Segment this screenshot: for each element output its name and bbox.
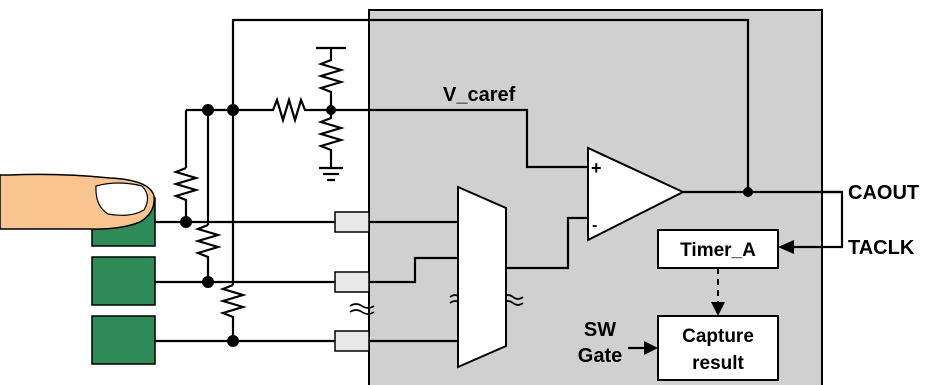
capture-arrowhead [711,302,725,316]
touch-pad-2 [91,256,156,306]
comparator-icon [587,146,686,242]
taclk-label: TACLK [848,237,915,259]
comparator-plus: + [591,158,602,178]
pad3-resistor-icon [219,283,247,341]
junction-dot [202,276,214,288]
multiplexer-icon [457,185,507,369]
feedback-wire [231,18,750,192]
sw-gate-arrowhead [644,341,658,355]
resistor-icon [268,96,310,124]
vcaref-label: V_caref [443,84,516,106]
mux-in-2 [369,256,458,284]
caout-loop-wire [792,190,844,249]
capture-label-line2: result [692,353,744,374]
pad2-resistor-icon [194,223,222,282]
sw-gate-label-line2: Gate [578,345,622,367]
finger-icon [0,173,155,230]
junction-dot [326,105,336,115]
ground-icon [319,166,343,182]
caout-label: CAOUT [848,182,919,204]
touch-pad-3 [91,315,156,365]
divider-resistor-bottom-icon [317,110,345,168]
divider-resistor-top-icon [317,56,345,110]
junction-dot [227,335,239,347]
timer-a-box [657,229,779,269]
capture-label-line1: Capture [682,326,754,347]
pin-connector-3 [334,330,370,352]
mux-out-wire [506,216,588,270]
sw-gate-label-line1: SW [584,319,616,341]
junction-dot [227,104,239,116]
taclk-arrowhead [778,240,794,254]
pin-connector-1 [334,211,370,233]
pad1-resistor-icon [172,166,200,222]
junction-dot [180,216,192,228]
vcaref-wire [331,108,588,169]
timer-a-label: Timer_A [680,240,756,261]
junction-dot [202,104,214,116]
comparator-minus: - [592,217,597,234]
capture-result-box [657,315,779,381]
pin-connector-2 [334,271,370,293]
junction-dot [743,187,753,197]
